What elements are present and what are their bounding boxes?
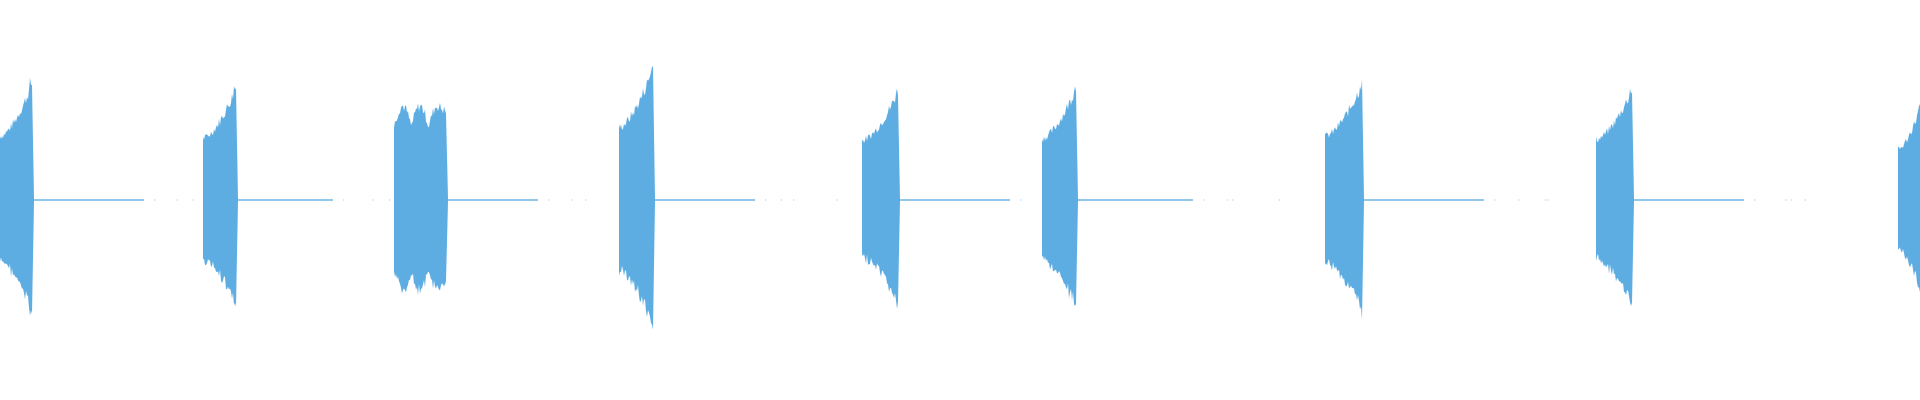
waveform-burst [1325, 79, 1549, 321]
waveform-noise-dot [571, 199, 574, 201]
waveform-decay-tail [238, 199, 333, 201]
waveform-noise-dot [372, 199, 374, 201]
waveform-burst [619, 66, 838, 330]
waveform-noise-dot [1544, 199, 1546, 201]
waveform-decay-tail [655, 199, 755, 201]
waveform-burst [1042, 86, 1281, 306]
waveform-noise-dot [1804, 199, 1806, 201]
waveform-noise-dot [343, 199, 345, 201]
waveform-noise-dot [154, 199, 156, 201]
waveform-noise-dot [780, 199, 783, 201]
waveform-burst [1898, 104, 1920, 293]
waveform-burst [1596, 88, 1806, 306]
waveform-noise-dot [765, 199, 767, 201]
waveform-burst-body [1898, 104, 1920, 293]
waveform-noise-dot [1790, 199, 1792, 201]
waveform-noise-dot [389, 199, 391, 201]
waveform-decay-tail [1634, 199, 1744, 201]
waveform-noise-dot [176, 199, 178, 201]
waveform-noise-dot [192, 199, 194, 201]
waveform-decay-tail [1364, 199, 1484, 201]
waveform-noise-dot [1232, 199, 1234, 201]
waveform-burst-body [1596, 88, 1634, 306]
waveform-burst-body [203, 86, 238, 307]
waveform-burst-body [862, 88, 900, 309]
waveform-noise-dot [836, 199, 838, 201]
waveform-burst-body [0, 77, 34, 316]
waveform-burst-body [1042, 86, 1078, 306]
waveform-noise-dot [1278, 199, 1281, 201]
waveform-noise-dot [1785, 199, 1787, 201]
waveform-burst-body [619, 66, 655, 330]
waveform-decay-tail [1078, 199, 1193, 201]
waveform-decay-tail [448, 199, 538, 201]
waveform-burst-body [394, 102, 448, 295]
waveform-decay-tail [900, 199, 1010, 201]
waveform-decay-tail [34, 199, 144, 201]
waveform-noise-dot [793, 199, 795, 201]
waveform-noise-dot [585, 199, 587, 201]
waveform-noise-dot [1226, 199, 1229, 201]
waveform-noise-dot [1754, 199, 1756, 201]
waveform-burst [394, 102, 629, 295]
waveform-noise-dot [1203, 199, 1205, 201]
waveform-burst [0, 77, 212, 316]
waveform-burst-body [1325, 79, 1364, 321]
waveform-noise-dot [548, 199, 550, 201]
waveform-noise-dot [1518, 199, 1520, 201]
waveform-noise-dot [1494, 199, 1496, 201]
waveform-noise-dot [1547, 199, 1549, 201]
waveform-noise-dot [1020, 199, 1022, 201]
